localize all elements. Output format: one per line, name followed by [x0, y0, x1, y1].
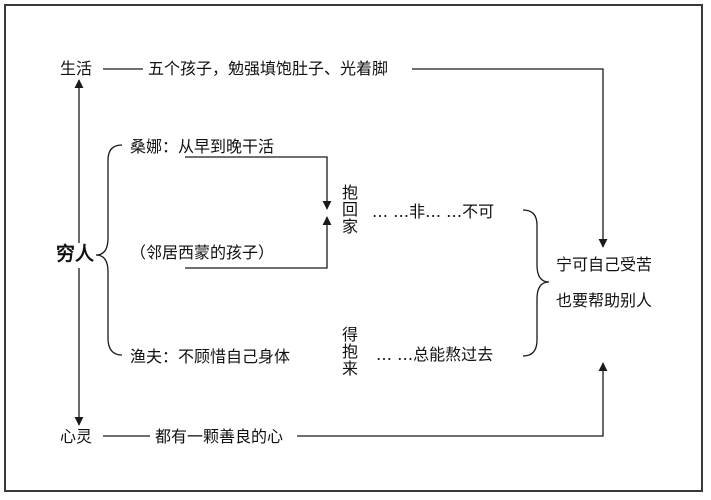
life-to-conclusion-arrow	[412, 68, 608, 248]
right-brace	[522, 209, 550, 357]
neighbor-arrow	[185, 216, 332, 269]
heart-to-conclusion-arrow	[297, 362, 608, 437]
outer-frame	[4, 4, 703, 492]
conclusion-line-1: 宁可自己受苦	[556, 255, 653, 274]
life-detail: 五个孩子，勉强填饱肚子、光着脚	[148, 59, 389, 78]
conclusion-line-2: 也要帮助别人	[556, 291, 653, 310]
zong-neng-text: … …总能熬过去	[376, 345, 494, 364]
sangna-text: 桑娜：从早到晚干活	[130, 137, 275, 156]
fisherman-text: 渔夫：不顾惜自己身体	[130, 347, 291, 366]
heart-label: 心灵	[60, 427, 93, 446]
de-bao-lai-text: 得抱来	[339, 326, 358, 377]
sangna-arrow	[185, 156, 332, 210]
bao-hui-jia-text: 抱回家	[339, 184, 358, 235]
fei-bu-ke-text: … …非… …不可	[372, 202, 495, 221]
life-label: 生活	[60, 59, 93, 78]
heart-detail: 都有一颗善良的心	[155, 427, 284, 446]
neighbor-text: （邻居西蒙的孩子）	[130, 243, 275, 262]
poor-people-label: 穷人	[56, 243, 95, 265]
left-brace	[95, 144, 123, 356]
